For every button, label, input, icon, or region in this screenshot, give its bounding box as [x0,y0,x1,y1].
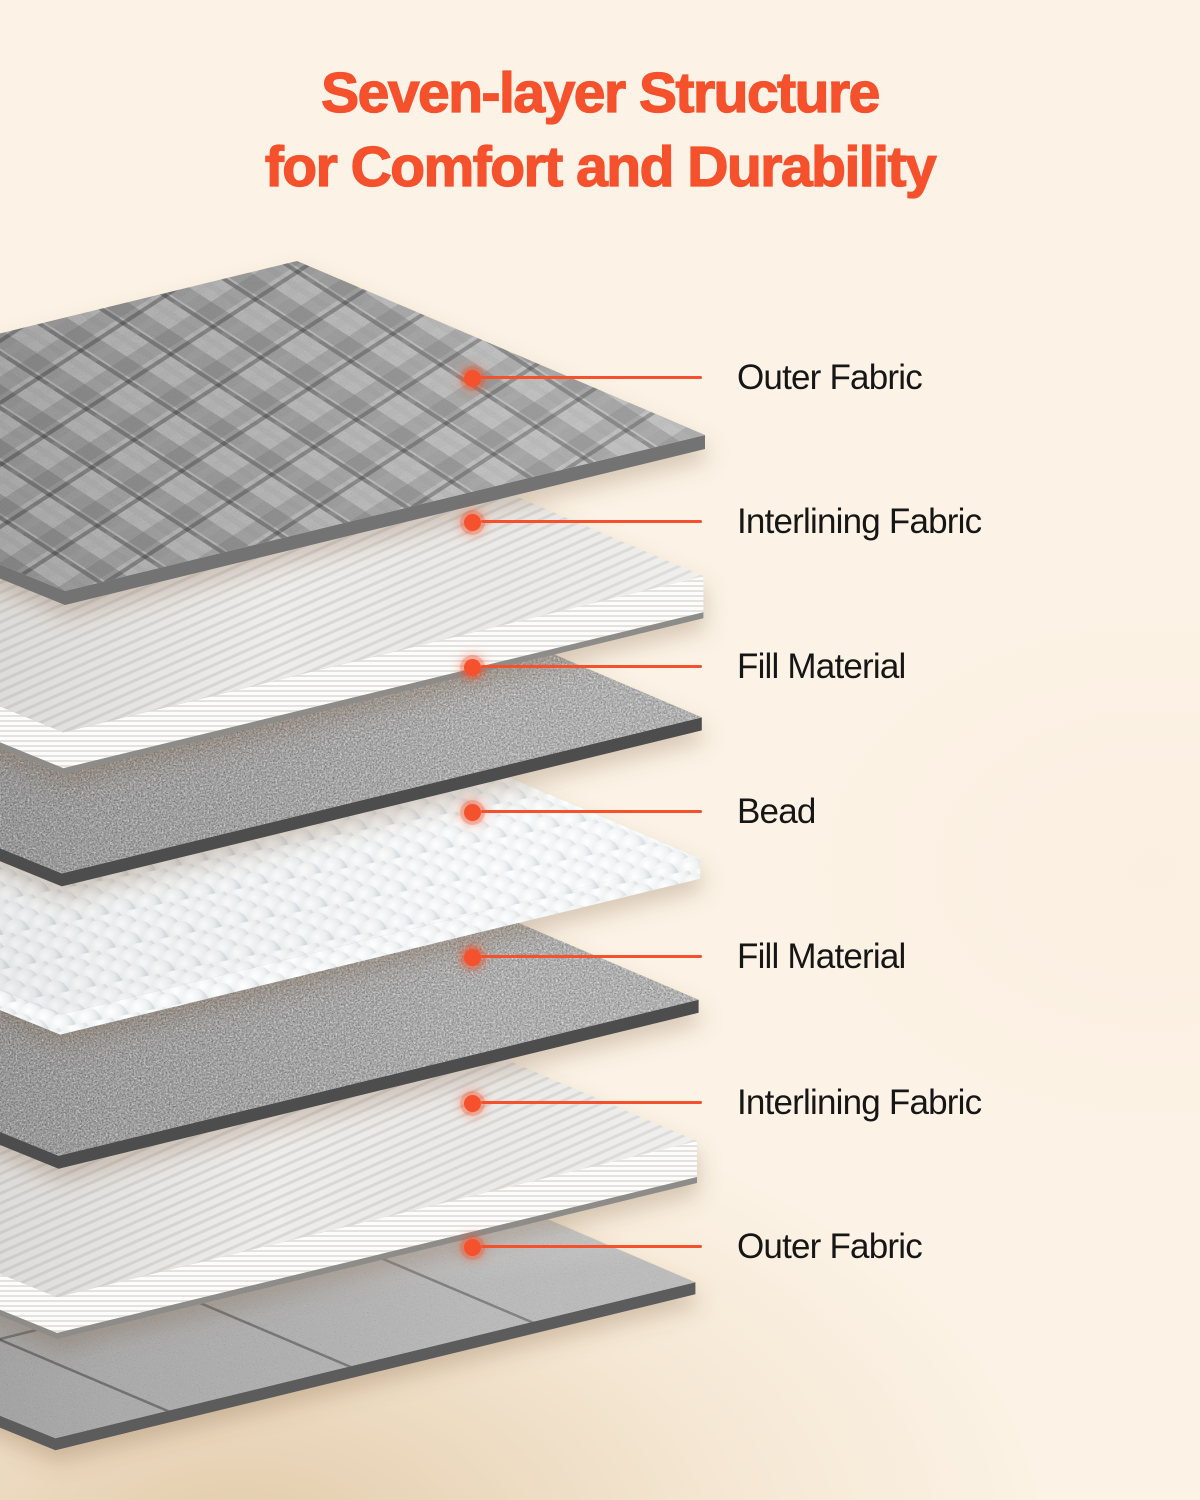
leader-line [481,1101,702,1104]
layer-cable-knit [0,261,705,605]
leader-line [481,955,702,958]
leader-dot [463,1094,481,1112]
leader-dot [463,513,481,531]
title-line-2: for Comfort and Durability [264,134,937,199]
leader-dot [463,369,481,387]
layer-label: Outer Fabric [737,358,923,397]
page-title: Seven-layer Structure for Comfort and Du… [0,56,1200,204]
leader-line [481,520,702,523]
layer-label: Interlining Fabric [737,1083,982,1122]
layer-label: Interlining Fabric [737,502,982,541]
leader-line [481,376,702,379]
layer-label: Outer Fabric [737,1227,923,1266]
leader-dot [463,1238,481,1256]
title-line-1: Seven-layer Structure [320,60,881,125]
leader-dot [463,658,481,676]
leader-dot [463,803,481,821]
leader-line [481,665,702,668]
leader-line [481,1245,702,1248]
layer-label: Fill Material [737,937,906,976]
leader-dot [463,948,481,966]
layer-label: Bead [737,792,816,831]
layer-label: Fill Material [737,647,906,686]
leader-line [481,810,702,813]
